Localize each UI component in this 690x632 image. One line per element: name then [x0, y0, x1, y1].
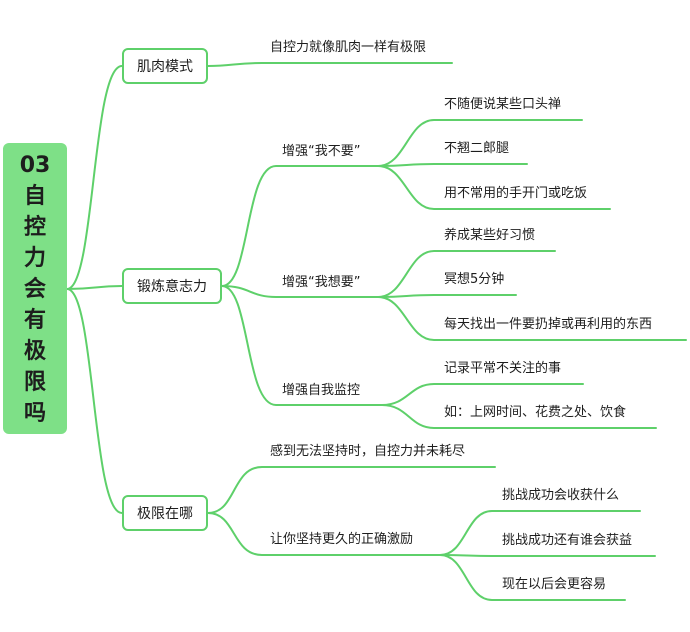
- root-title-char: 极: [23, 338, 46, 364]
- leaf-node[interactable]: 记录平常不关注的事: [444, 361, 562, 376]
- connector-g3-leaf1: [381, 383, 584, 406]
- connector-g4-leaf1: [439, 510, 641, 556]
- connector-g2-leaf3: [377, 296, 687, 341]
- connector-root-limit: [66, 288, 123, 514]
- branch-node-muscle-mode[interactable]: 肌肉模式: [122, 48, 208, 84]
- topic-strengthen-i-wont[interactable]: 增强“我不要”: [282, 144, 361, 159]
- topic-strengthen-i-want[interactable]: 增强“我想要”: [282, 275, 361, 290]
- connector-g4-leaf3: [439, 554, 626, 601]
- topic-self-monitoring[interactable]: 增强自我监控: [282, 383, 361, 398]
- connector-g2-leaf2: [377, 294, 517, 298]
- root-title-char: 控: [23, 214, 46, 240]
- root-number: 03: [19, 152, 51, 178]
- topic-correct-incentive[interactable]: 让你坚持更久的正确激励: [270, 532, 414, 547]
- connector-root-exercise: [66, 285, 123, 290]
- leaf-node[interactable]: 不随便说某些口头禅: [444, 97, 562, 112]
- connector-g1-leaf3: [377, 165, 611, 210]
- root-title-char: 限: [23, 369, 46, 395]
- connector-exercise-group2: [221, 285, 379, 298]
- connector-g1-leaf2: [377, 163, 528, 167]
- root-title-char: 会: [23, 276, 46, 302]
- leaf-node[interactable]: 冥想5分钟: [444, 272, 505, 287]
- leaf-node[interactable]: 不翘二郎腿: [444, 141, 510, 156]
- topic-not-exhausted[interactable]: 感到无法坚持时，自控力并未耗尽: [270, 444, 466, 459]
- root-title-char: 吗: [23, 400, 46, 426]
- connector-g2-leaf1: [377, 250, 556, 298]
- leaf-node[interactable]: 用不常用的手开门或吃饭: [444, 186, 588, 201]
- connector-exercise-group1: [221, 165, 379, 287]
- topic-muscle-limit[interactable]: 自控力就像肌肉一样有极限: [270, 40, 427, 55]
- connector-g4-leaf2: [439, 554, 656, 557]
- root-title-char: 自: [23, 183, 46, 209]
- root-title-char: 力: [23, 245, 46, 271]
- connector-muscle-child: [207, 62, 453, 67]
- connector-limit-child2: [207, 512, 441, 556]
- connector-root-muscle: [66, 65, 123, 290]
- leaf-node[interactable]: 如：上网时间、花费之处、饮食: [444, 405, 627, 420]
- connector-exercise-group3: [221, 285, 383, 406]
- connector-g1-leaf1: [377, 119, 583, 167]
- leaf-node[interactable]: 挑战成功还有谁会获益: [502, 533, 633, 548]
- root-topic[interactable]: 03 自 控 力 会 有 极 限 吗: [3, 143, 67, 434]
- root-title-char: 有: [23, 307, 46, 333]
- leaf-node[interactable]: 养成某些好习惯: [444, 228, 536, 243]
- leaf-node[interactable]: 每天找出一件要扔掉或再利用的东西: [444, 317, 653, 332]
- connector-g3-leaf2: [381, 404, 657, 429]
- leaf-node[interactable]: 现在以后会更容易: [502, 577, 607, 592]
- connector-limit-child1: [207, 466, 496, 514]
- branch-node-where-limit[interactable]: 极限在哪: [122, 495, 208, 531]
- leaf-node[interactable]: 挑战成功会收获什么: [502, 488, 620, 503]
- branch-node-exercise-willpower[interactable]: 锻炼意志力: [122, 268, 222, 304]
